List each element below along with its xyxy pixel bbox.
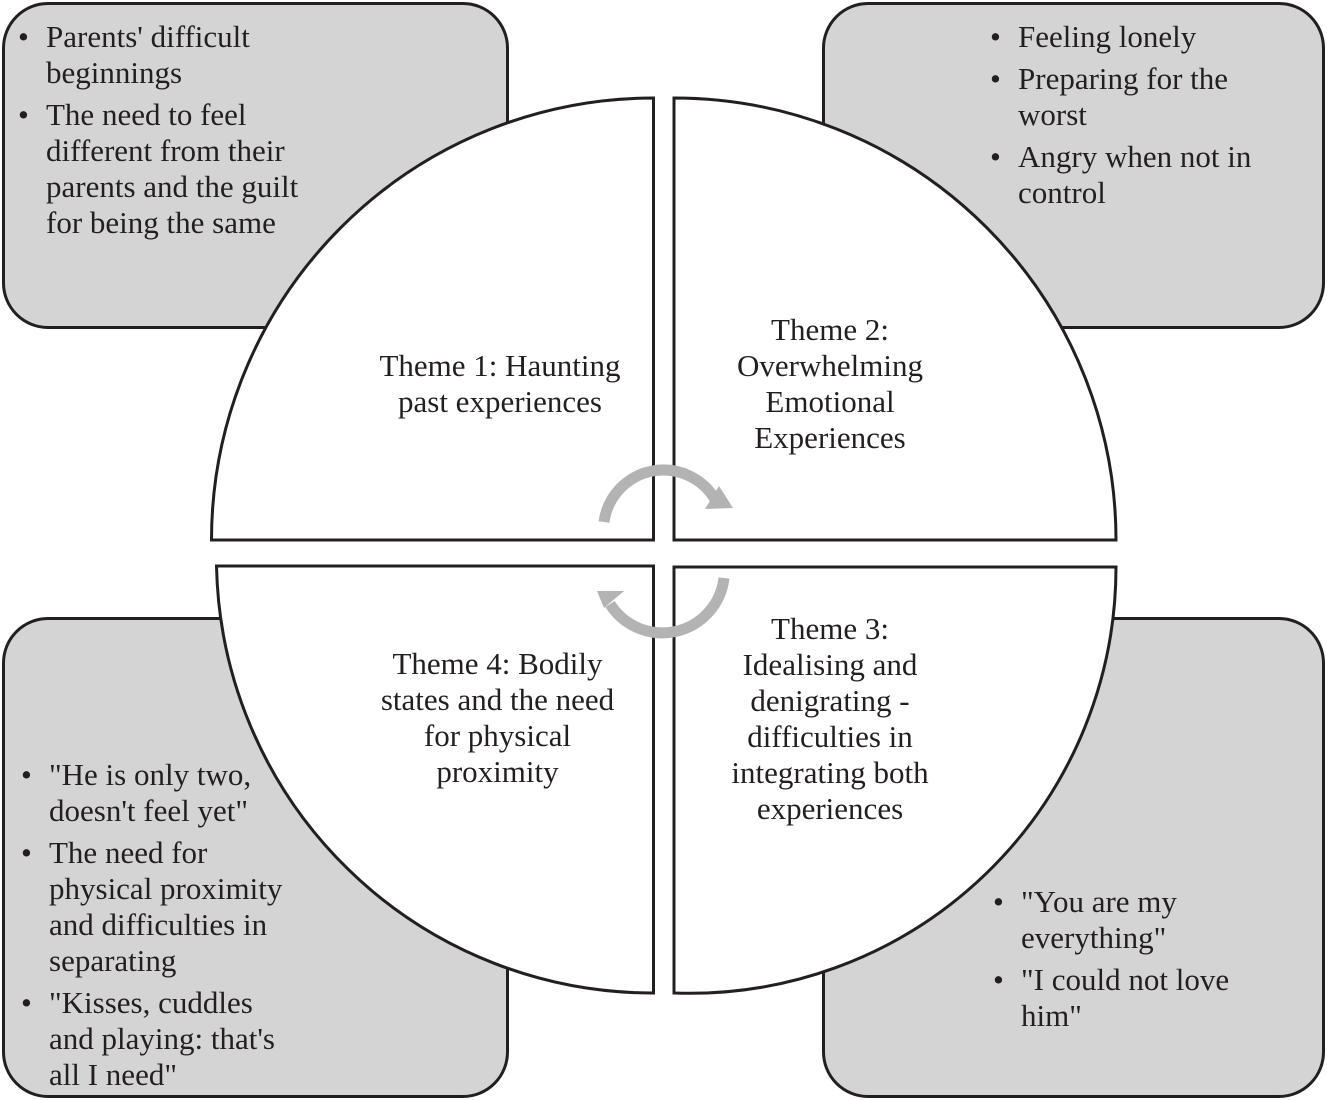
subtheme-line: Preparing for the [1018, 61, 1229, 96]
subtheme-line: separating [49, 943, 177, 978]
subtheme-line: "Kisses, cuddles [49, 985, 253, 1020]
subtheme-line: and playing: that's [49, 1021, 275, 1056]
theme-4-line: states and the need [380, 682, 615, 717]
quadrant-top-left [209, 96, 655, 542]
theme-3-line: Theme 3: [771, 611, 889, 646]
subtheme-list-bottom-left: "He is only two,doesn't feel yet" The ne… [21, 757, 321, 1099]
subtheme-line: worst [1018, 97, 1087, 132]
quadrant-bottom-right [672, 565, 1118, 995]
theme-4-line: Theme 4: Bodily [392, 646, 603, 681]
subtheme-item: "He is only two,doesn't feel yet" [21, 757, 321, 829]
theme-1-line: past experiences [398, 384, 602, 419]
subtheme-line: Parents' difficult [46, 19, 250, 54]
subtheme-line: all I need" [49, 1057, 177, 1092]
theme-3-line: denigrating - [750, 683, 910, 718]
subtheme-item: Feeling lonely [990, 19, 1300, 55]
subtheme-line: and difficulties in [49, 907, 268, 942]
subtheme-line: for being the same [46, 205, 276, 240]
theme-2-line: Emotional [765, 384, 895, 419]
theme-3-line: difficulties in [747, 719, 913, 754]
theme-2-line: Overwhelming [737, 348, 923, 383]
theme-4-line: for physical [423, 718, 572, 753]
cycle-arrow-top-icon [598, 464, 733, 523]
quadrant-bottom-left [214, 564, 655, 995]
subtheme-line: The need for [49, 835, 208, 870]
subtheme-line: him" [1021, 998, 1082, 1033]
subtheme-line: beginnings [46, 55, 183, 90]
subtheme-line: control [1018, 175, 1106, 210]
subtheme-line: parents and the guilt [46, 169, 299, 204]
subtheme-line: different from their [46, 133, 285, 168]
subtheme-line: Feeling lonely [1018, 19, 1197, 54]
theme-2-line: Experiences [754, 420, 906, 455]
theme-3-label: Theme 3: Idealising and denigrating - di… [690, 611, 970, 827]
subtheme-line: physical proximity [49, 871, 283, 906]
theme-4-label: Theme 4: Bodily states and the need for … [355, 646, 640, 790]
subtheme-line: doesn't feel yet" [49, 793, 249, 828]
subtheme-line: "You are my [1021, 884, 1177, 919]
quadrant-top-right [672, 96, 1118, 542]
subtheme-line: everything" [1021, 920, 1167, 955]
theme-2-line: Theme 2: [771, 312, 889, 347]
cycle-arrow-bottom-icon [597, 577, 730, 639]
theme-2-label: Theme 2: Overwhelming Emotional Experien… [690, 312, 970, 456]
theme-3-line: Idealising and [742, 647, 918, 682]
subtheme-line: The need to feel [46, 97, 247, 132]
theme-1-line: Theme 1: Haunting [379, 348, 621, 383]
subtheme-line: "I could not love [1021, 962, 1230, 997]
theme-3-line: experiences [756, 791, 904, 826]
subtheme-line: "He is only two, [49, 757, 252, 792]
subtheme-line: Angry when not in [1018, 139, 1252, 174]
theme-3-line: integrating both [731, 755, 929, 790]
theme-1-label: Theme 1: Haunting past experiences [355, 348, 645, 420]
theme-4-line: proximity [436, 754, 559, 789]
